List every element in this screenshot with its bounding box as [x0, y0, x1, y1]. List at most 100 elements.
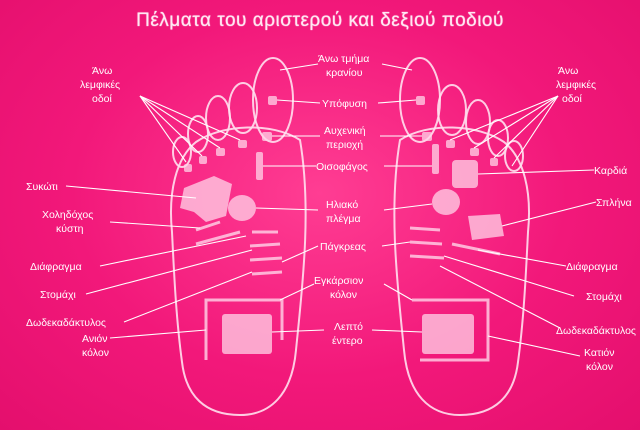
right-lymph-spot-1	[446, 140, 455, 148]
label-skull-1: Άνω τμήμα	[318, 53, 369, 65]
lead-heart	[477, 169, 595, 175]
right-foot	[393, 57, 530, 417]
lead-transverse-left	[279, 283, 315, 301]
lead-spleen	[501, 201, 597, 227]
right-stomach-3	[409, 254, 445, 260]
labels: Άνω λεμφικές οδοί Άνω λεμφικές οδοί Συκώ…	[26, 53, 636, 373]
right-colon	[412, 298, 490, 362]
lead-stomach-right	[443, 255, 575, 297]
left-stomach-2	[249, 242, 281, 248]
label-gallbladder-1: Χοληδόχος	[42, 209, 93, 221]
left-toe-3	[205, 95, 231, 141]
lead-ascending-colon	[109, 329, 207, 339]
lead-lymph-left-4	[139, 95, 241, 141]
lead-intestine-left	[271, 329, 325, 333]
label-descending-colon-2: κόλον	[586, 361, 613, 373]
lead-pituitary-right	[377, 99, 417, 104]
label-lymph-right-1: Άνω	[558, 65, 578, 77]
lead-pituitary-left	[276, 99, 321, 104]
left-neck-spot	[262, 132, 272, 141]
label-small-intestine-1: Λεπτό	[334, 321, 363, 333]
lead-diaphragm-left	[99, 235, 247, 267]
left-stomach-3	[249, 256, 283, 262]
lead-lymph-right-3	[493, 95, 559, 159]
right-heart	[452, 160, 478, 188]
right-pituitary-spot	[416, 96, 425, 105]
label-spleen: Σπλήνα	[596, 197, 632, 209]
lead-duodenum-left	[123, 271, 253, 323]
lead-intestine-right	[371, 329, 423, 333]
lead-transverse-right	[383, 283, 413, 301]
lead-lymph-right-2	[473, 95, 559, 149]
label-lymph-left-3: οδοί	[92, 93, 113, 105]
lead-solar-left	[255, 207, 319, 211]
right-foot-outline	[393, 126, 530, 417]
label-skull-2: κρανίου	[326, 67, 363, 79]
lead-pancreas-left	[281, 245, 319, 263]
right-solar-plexus	[432, 189, 460, 215]
left-toe-5	[172, 136, 192, 168]
label-lymph-right-2: λεμφικές	[556, 79, 596, 91]
label-pancreas: Πάγκρεας	[320, 241, 366, 253]
label-gallbladder-2: κύστη	[56, 223, 84, 235]
label-ascending-colon-1: Ανιόν	[82, 333, 108, 345]
label-stomach-left: Στομάχι	[40, 289, 76, 301]
left-lymph-spot-4	[184, 164, 192, 172]
label-transverse-colon-2: κόλον	[330, 289, 357, 301]
lead-skull-right	[381, 63, 413, 71]
label-duodenum-left: Δωδεκαδάκτυλος	[26, 317, 106, 329]
label-ascending-colon-2: κόλον	[82, 347, 109, 359]
leader-lines	[65, 63, 597, 357]
diagram-title: Πέλματα του αριστερού και δεξιού ποδιού	[136, 10, 504, 31]
label-diaphragm-left: Διάφραγμα	[30, 261, 82, 273]
left-foot-outline	[170, 126, 307, 417]
left-diaphragm	[195, 230, 241, 246]
left-toe-big	[252, 57, 294, 143]
lead-stomach-left	[85, 249, 253, 295]
lead-skull-left	[279, 63, 319, 71]
lead-descending-colon	[487, 335, 581, 357]
label-lymph-left-2: λεμφικές	[80, 79, 120, 91]
left-liver	[180, 176, 232, 222]
lead-gallbladder	[109, 221, 201, 229]
label-solar-plexus-2: πλέγμα	[326, 213, 361, 225]
left-lymph-spot-3	[199, 156, 207, 164]
right-lymph-spot-3	[490, 158, 498, 166]
label-diaphragm-right: Διάφραγμα	[566, 261, 618, 273]
label-solar-plexus-1: Ηλιακό	[326, 199, 358, 211]
lead-diaphragm-right	[477, 249, 567, 267]
label-stomach-right: Στομάχι	[586, 291, 622, 303]
lead-lymph-left-2	[139, 95, 203, 157]
right-small-intestine	[422, 314, 474, 354]
right-stomach-1	[409, 226, 441, 232]
left-stomach-4	[251, 270, 283, 276]
left-solar-plexus	[228, 195, 256, 221]
label-duodenum-right: Δωδεκαδάκτυλος	[556, 325, 636, 337]
left-lymph-spot-1	[238, 140, 247, 148]
right-toe-3	[465, 99, 491, 145]
label-heart: Καρδιά	[594, 165, 627, 177]
left-pituitary-spot	[268, 96, 277, 105]
lead-solar-right	[383, 203, 433, 211]
right-spleen	[468, 214, 504, 240]
right-neck-spot	[422, 132, 432, 141]
lead-duodenum-right	[439, 265, 561, 329]
left-foot	[170, 57, 307, 417]
label-neck-1: Αυχενική	[324, 125, 366, 137]
label-transverse-colon-1: Εγκάρσιον	[314, 275, 363, 287]
label-descending-colon-1: Κατιόν	[584, 347, 615, 359]
label-neck-2: περιοχή	[326, 139, 363, 151]
left-esophagus	[256, 152, 263, 180]
right-esophagus	[432, 144, 439, 174]
label-small-intestine-2: έντερο	[332, 335, 363, 347]
lead-lymph-right-4	[511, 95, 559, 167]
right-lymph-spot-2	[470, 148, 479, 156]
label-pituitary: Υπόφυση	[322, 98, 367, 110]
right-toe-5	[504, 140, 524, 172]
label-lymph-left-1: Άνω	[92, 65, 112, 77]
label-liver: Συκώτι	[26, 181, 59, 193]
label-esophagus: Οισοφάγος	[316, 161, 368, 173]
lead-lymph-left-1	[139, 95, 187, 163]
